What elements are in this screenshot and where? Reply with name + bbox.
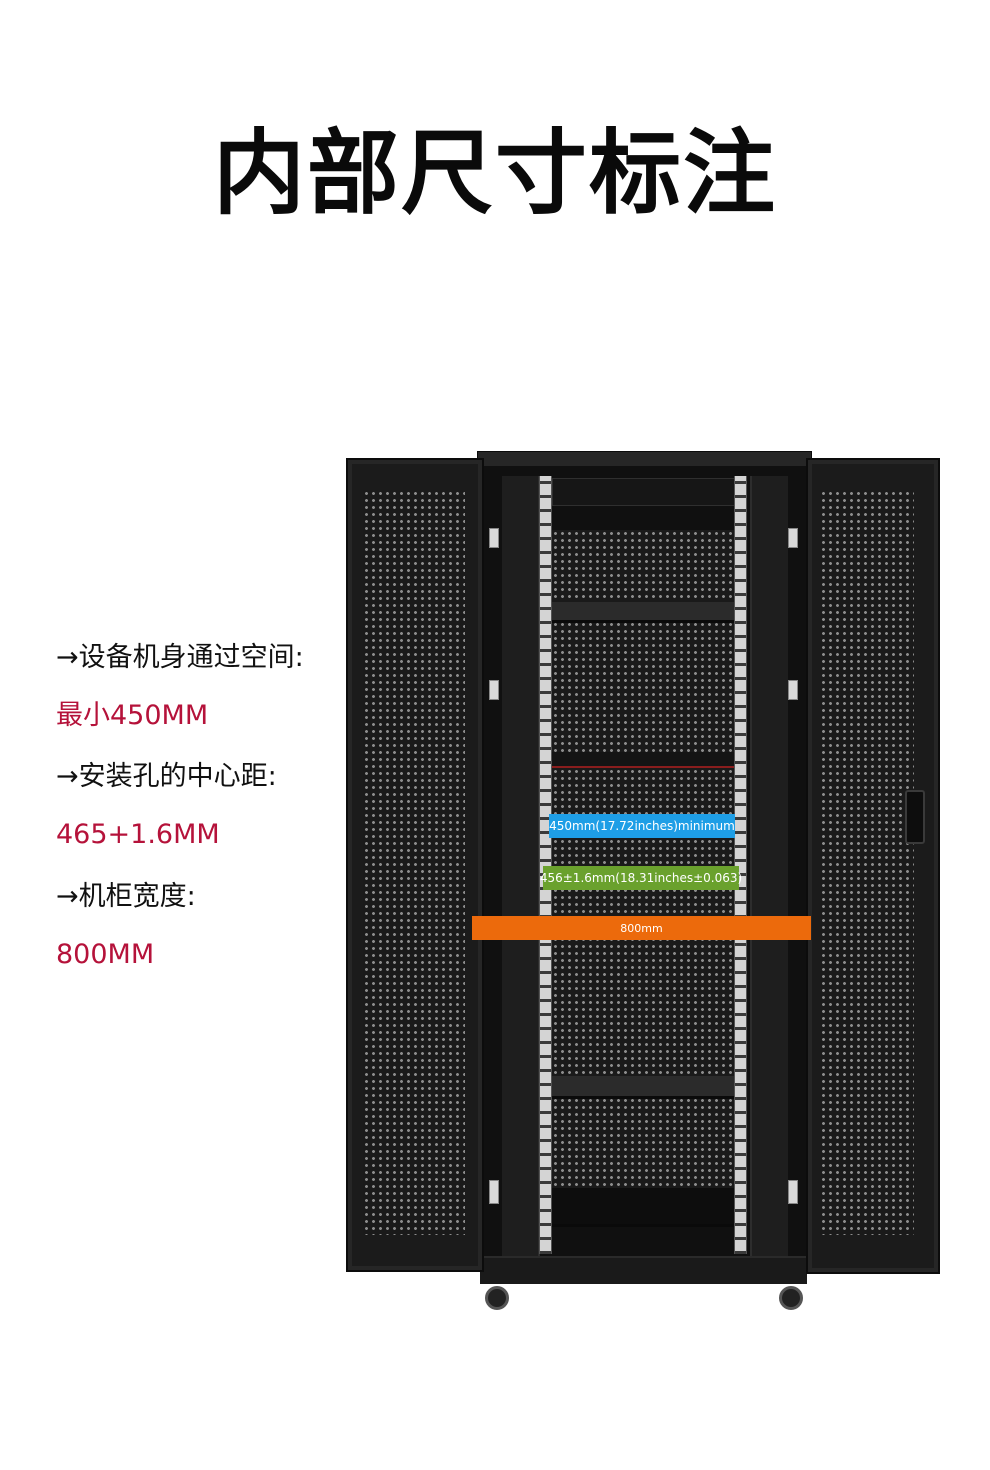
left-door-mesh — [363, 490, 465, 1235]
spec-label-hole-center: →安装孔的中心距: — [56, 761, 277, 792]
caster-right — [779, 1286, 803, 1310]
cabinet-plinth — [480, 1256, 807, 1284]
dimension-pass-through: 450mm(17.72inches)minimum — [549, 814, 735, 838]
hinge-right-3 — [788, 1180, 798, 1204]
side-panel-left — [502, 476, 540, 1256]
shelf-1 — [552, 602, 734, 623]
right-door-mesh — [820, 490, 914, 1235]
hinge-right-1 — [788, 528, 798, 548]
spec-label-width: →机柜宽度: — [56, 881, 196, 912]
page-title: 内部尺寸标注 — [212, 120, 777, 227]
shelf-3 — [552, 1076, 734, 1099]
fan-tray — [552, 478, 738, 506]
side-panel-right — [750, 476, 788, 1256]
spec-value-hole-center: 465+1.6MM — [56, 819, 220, 850]
cabinet-floor — [552, 1188, 734, 1227]
dimension-width: 800mm — [472, 916, 811, 940]
spec-value-width: 800MM — [56, 939, 155, 970]
hinge-left-2 — [489, 680, 499, 700]
spec-value-pass-through: 最小450MM — [56, 700, 209, 731]
hinge-right-2 — [788, 680, 798, 700]
rail-left — [539, 476, 552, 1254]
dimension-hole-center: 456±1.6mm(18.31inches±0.063) — [540, 866, 742, 890]
door-handle-icon — [905, 790, 925, 844]
caster-left — [485, 1286, 509, 1310]
shelf-2 — [552, 752, 734, 768]
spec-label-pass-through: →设备机身通过空间: — [56, 642, 304, 673]
hinge-left-1 — [489, 528, 499, 548]
rail-right — [734, 476, 747, 1254]
hinge-left-3 — [489, 1180, 499, 1204]
